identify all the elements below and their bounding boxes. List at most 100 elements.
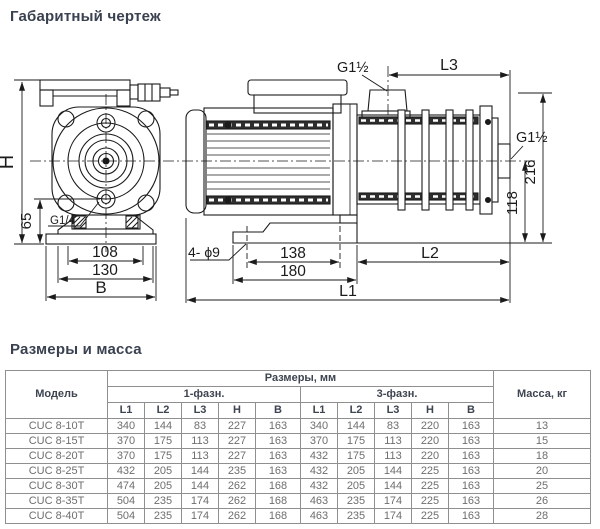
header-sub: L2	[337, 402, 375, 419]
bolt-hole	[57, 194, 75, 212]
value-cell: 163	[255, 418, 301, 434]
value-cell: 235	[218, 463, 256, 479]
value-cell: 163	[448, 463, 494, 479]
dim-G12-right: G1½	[516, 130, 547, 146]
value-cell: 205	[144, 478, 182, 494]
value-cell: 205	[144, 463, 182, 479]
value-cell: 220	[411, 433, 449, 449]
value-cell: 163	[255, 433, 301, 449]
model-cell: CUC 8-20T	[5, 448, 108, 464]
baseplate	[232, 222, 358, 244]
value-cell: 205	[337, 463, 375, 479]
value-cell: 370	[107, 448, 145, 464]
value-cell: 15	[493, 433, 591, 449]
value-cell: 163	[448, 508, 494, 524]
dim-L1: L1	[339, 283, 357, 300]
value-cell: 163	[448, 493, 494, 509]
dim-138: 138	[280, 245, 306, 262]
holes-leader	[190, 243, 247, 261]
value-cell: 28	[493, 508, 591, 524]
value-cell: 235	[144, 508, 182, 524]
header-dimensions: Размеры, мм	[107, 370, 494, 387]
model-cell: CUC 8-40T	[5, 508, 108, 524]
pump-sleeve	[356, 114, 481, 205]
dim-216: 216	[522, 159, 539, 184]
value-cell: 370	[300, 433, 338, 449]
value-cell: 432	[107, 463, 145, 479]
value-cell: 113	[181, 433, 219, 449]
value-cell: 225	[411, 493, 449, 509]
value-cell: 113	[181, 448, 219, 464]
value-cell: 144	[374, 478, 412, 494]
bolt-hole	[57, 110, 75, 128]
value-cell: 18	[493, 448, 591, 464]
dim-G14: G1/4	[50, 215, 76, 227]
tie-bolt	[224, 196, 232, 204]
terminal-box	[253, 94, 342, 114]
value-cell: 175	[337, 448, 375, 464]
header-sub: H	[411, 402, 449, 419]
value-cell: 370	[107, 433, 145, 449]
g14-leader	[48, 201, 100, 227]
dimensions-table: Модель Размеры, мм Масса, кг 1-фазн. 3-ф…	[5, 370, 591, 524]
value-cell: 174	[374, 493, 412, 509]
drawing-section-title: Габаритный чертеж	[10, 8, 161, 25]
header-1phase: 1-фазн.	[107, 386, 301, 403]
header-sub: L2	[144, 402, 182, 419]
table-header: Модель Размеры, мм Масса, кг 1-фазн. 3-ф…	[5, 370, 591, 419]
stage-ring	[465, 109, 474, 211]
g12-right-leader	[510, 145, 524, 160]
inlet-port	[367, 89, 408, 112]
bolt-hole	[137, 110, 155, 128]
value-cell: 220	[411, 448, 449, 464]
value-cell: 432	[300, 478, 338, 494]
value-cell: 225	[411, 478, 449, 494]
dimensions	[14, 70, 552, 303]
value-cell: 83	[374, 418, 412, 434]
value-cell: 474	[107, 478, 145, 494]
value-cell: 20	[493, 463, 591, 479]
value-cell: 163	[255, 448, 301, 464]
value-cell: 174	[374, 508, 412, 524]
value-cell: 227	[218, 448, 256, 464]
value-cell: 235	[337, 508, 375, 524]
dim-B: B	[95, 278, 106, 297]
stage-ring	[445, 109, 454, 211]
model-cell: CUC 8-25T	[5, 463, 108, 479]
dim-H: H	[0, 155, 18, 169]
dim-L2: L2	[421, 245, 439, 262]
model-cell: CUC 8-10T	[5, 418, 108, 434]
value-cell: 25	[493, 478, 591, 494]
terminal-box-lid	[247, 79, 348, 96]
header-3phase: 3-фазн.	[300, 386, 494, 403]
value-cell: 13	[493, 418, 591, 434]
value-cell: 168	[255, 478, 301, 494]
stage-ring	[421, 109, 430, 211]
dim-180: 180	[280, 263, 306, 280]
foot-right	[133, 214, 154, 234]
value-cell: 113	[374, 433, 412, 449]
value-cell: 26	[493, 493, 591, 509]
model-cell: CUC 8-30T	[5, 478, 108, 494]
fan-cover	[185, 109, 207, 214]
value-cell: 144	[144, 418, 182, 434]
value-cell: 168	[255, 508, 301, 524]
dim-108: 108	[92, 244, 118, 261]
value-cell: 144	[181, 463, 219, 479]
value-cell: 235	[144, 493, 182, 509]
value-cell: 175	[337, 433, 375, 449]
value-cell: 174	[181, 493, 219, 509]
value-cell: 175	[144, 433, 182, 449]
value-cell: 262	[218, 478, 256, 494]
dim-G12-top: G1½	[337, 60, 368, 76]
value-cell: 205	[337, 478, 375, 494]
header-sub: B	[255, 402, 301, 419]
dimension-labels: H 65 G1/4 108 130 B G1½ L3 G1½ 216 118 4…	[0, 57, 547, 300]
value-cell: 463	[300, 493, 338, 509]
inlet-bracket	[332, 103, 358, 216]
